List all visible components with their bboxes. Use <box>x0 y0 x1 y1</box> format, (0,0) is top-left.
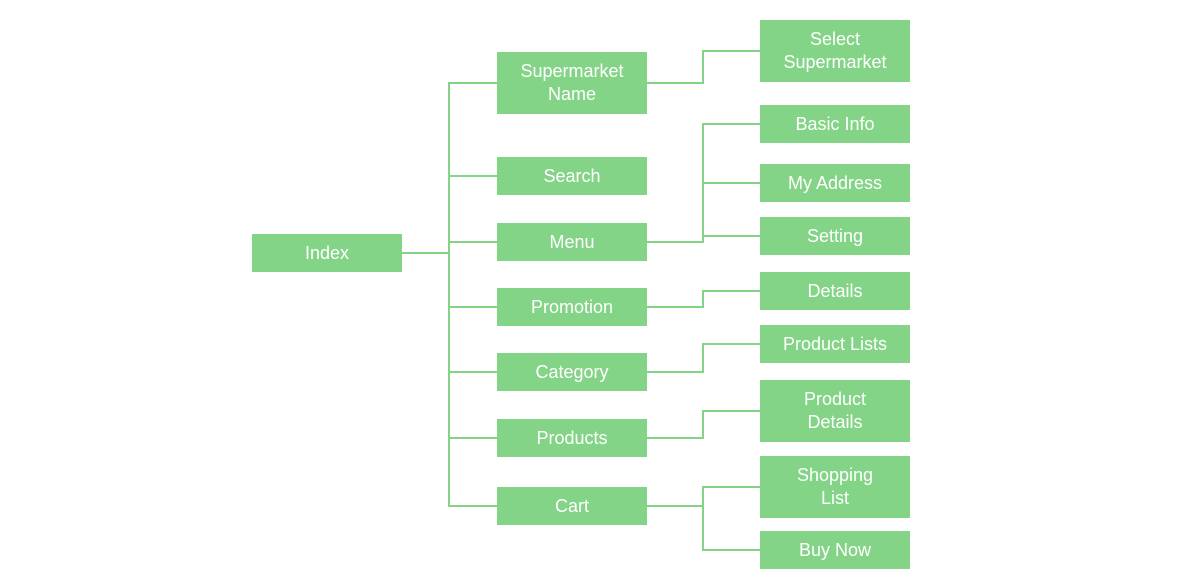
node-label: Search <box>543 165 601 186</box>
connector-index-to-branch-6 <box>402 252 497 507</box>
node-category: Category <box>497 353 647 391</box>
node-search: Search <box>497 157 647 195</box>
connector-branch-0-to-leaf-0 <box>647 50 760 84</box>
node-label: Promotion <box>530 296 614 317</box>
connector-branch-3-to-leaf-0 <box>647 290 760 308</box>
node-setting: Setting <box>760 217 910 255</box>
node-select-supermarket: Select Supermarket <box>760 20 910 82</box>
node-label: Product Details <box>803 389 867 432</box>
node-menu: Menu <box>497 223 647 261</box>
node-label: Setting <box>806 225 864 246</box>
connector-index-to-branch-2 <box>402 241 497 254</box>
node-label: Details <box>807 280 863 301</box>
node-cart: Cart <box>497 487 647 525</box>
node-shopping-list: Shopping List <box>760 456 910 518</box>
node-label: Supermarket Name <box>520 61 624 104</box>
node-label: Buy Now <box>798 539 872 560</box>
connector-branch-4-to-leaf-0 <box>647 343 760 373</box>
node-label: Shopping List <box>796 465 874 508</box>
node-supermarket-name: Supermarket Name <box>497 52 647 114</box>
node-label: Basic Info <box>795 113 875 134</box>
connector-branch-6-to-leaf-1 <box>647 505 760 551</box>
node-label: Index <box>304 242 350 263</box>
node-product-details: Product Details <box>760 380 910 442</box>
node-label: Product Lists <box>782 333 888 354</box>
node-details: Details <box>760 272 910 310</box>
connector-branch-6-to-leaf-0 <box>647 486 760 507</box>
node-my-address: My Address <box>760 164 910 202</box>
node-label: Products <box>536 427 608 448</box>
node-label: Select Supermarket <box>783 29 887 72</box>
connector-branch-2-to-leaf-2 <box>647 235 760 243</box>
connector-branch-2-to-leaf-1 <box>647 182 760 243</box>
node-buy-now: Buy Now <box>760 531 910 569</box>
node-basic-info: Basic Info <box>760 105 910 143</box>
connector-branch-5-to-leaf-0 <box>647 410 760 439</box>
node-products: Products <box>497 419 647 457</box>
node-label: Category <box>535 361 609 382</box>
node-label: Menu <box>549 231 595 252</box>
node-index: Index <box>252 234 402 272</box>
node-product-lists: Product Lists <box>760 325 910 363</box>
node-label: My Address <box>787 172 883 193</box>
node-promotion: Promotion <box>497 288 647 326</box>
node-label: Cart <box>554 495 589 516</box>
